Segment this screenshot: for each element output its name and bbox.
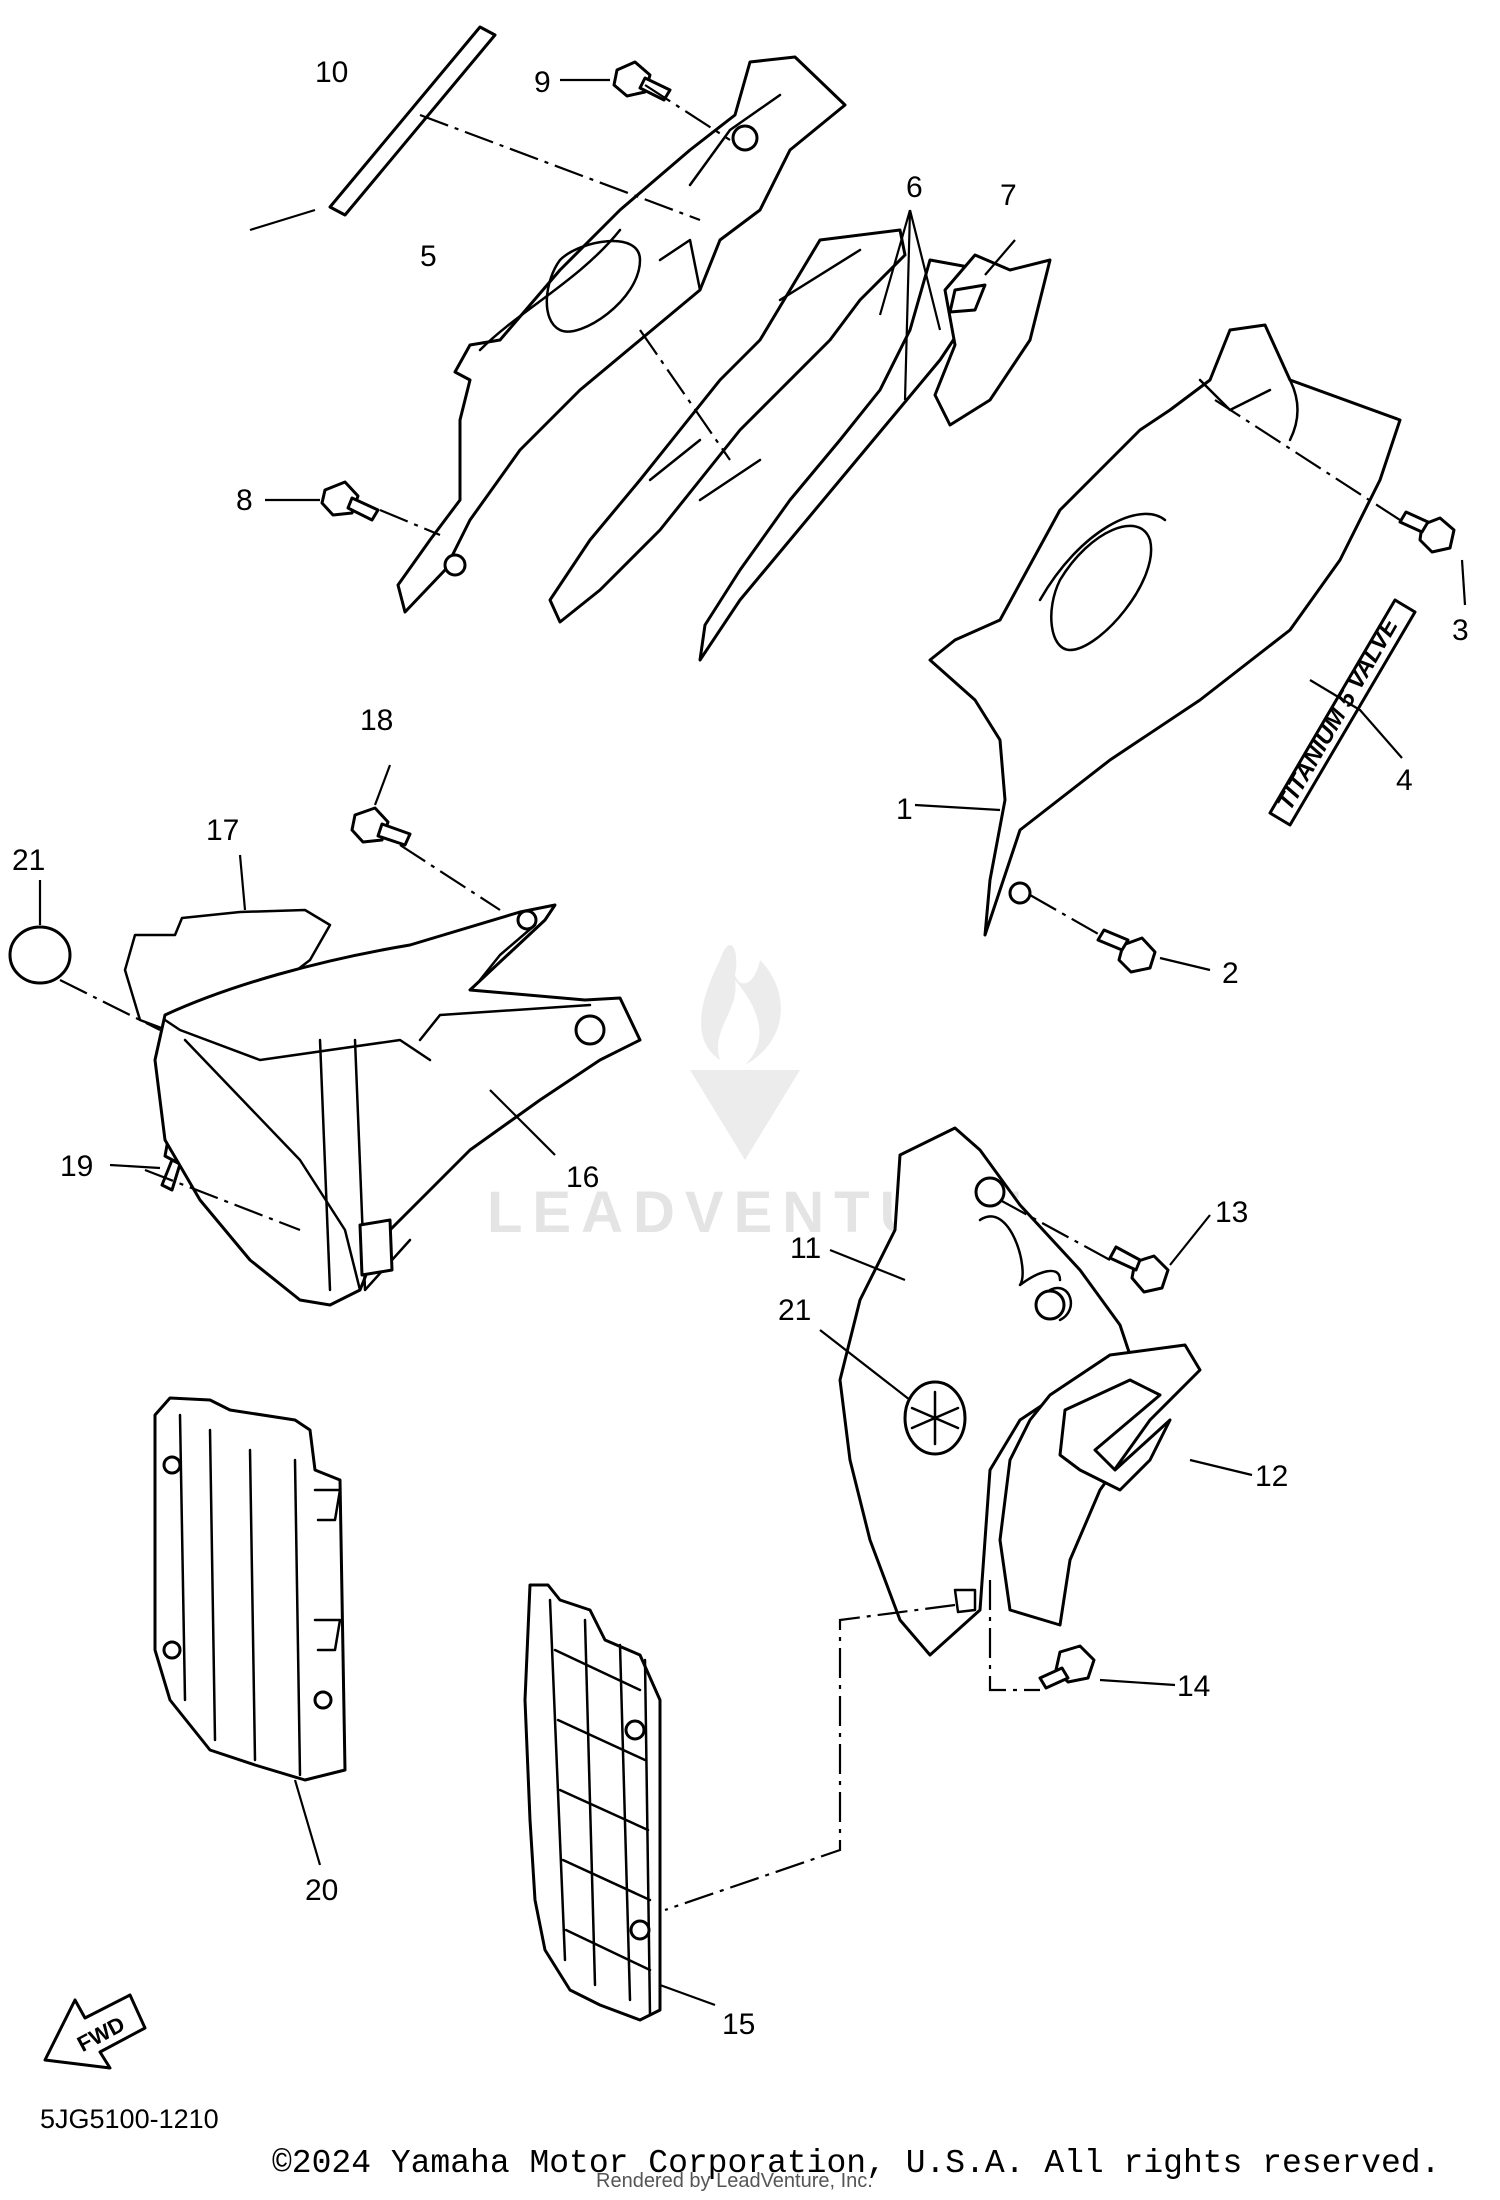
callout-3: 3 (1452, 614, 1469, 647)
callout-9: 9 (534, 66, 551, 99)
part-10-strip (328, 25, 497, 217)
part-1-side-cover (928, 323, 1402, 937)
fwd-arrow-icon: FWD (43, 1993, 147, 2070)
part-7-decal (933, 253, 1052, 427)
part-4-decal: TITANIUM 5 VALVE (1268, 598, 1417, 827)
callout-2: 2 (1222, 957, 1239, 990)
bolt-3 (1398, 510, 1456, 554)
callout-10: 10 (315, 56, 348, 89)
callout-7: 7 (1000, 179, 1017, 212)
part-21-emblem (903, 1380, 967, 1456)
part-5-side-cover (396, 55, 847, 614)
callout-20: 20 (305, 1874, 338, 1907)
bolt-14 (1038, 1644, 1096, 1690)
bolt-2 (1096, 928, 1157, 974)
callout-11: 11 (790, 1232, 821, 1265)
leader-lines (38, 78, 1467, 2007)
part-11-cover (838, 1126, 1132, 1657)
callout-5: 5 (420, 240, 437, 273)
copyright-notice: ©2024 Yamaha Motor Corporation, U.S.A. A… (272, 2145, 1440, 2182)
callout-14: 14 (1177, 1670, 1210, 1703)
bolt-18 (350, 806, 412, 847)
callout-18: 18 (360, 704, 393, 737)
alignment-lines (59, 84, 1401, 1912)
callout-4: 4 (1396, 764, 1413, 797)
part-6-graphics (548, 228, 987, 662)
callout-8: 8 (236, 484, 253, 517)
part-12-graphic (998, 1343, 1202, 1627)
callout-6: 6 (906, 171, 923, 204)
callout-21: 21 (778, 1294, 811, 1327)
callout-13: 13 (1215, 1196, 1248, 1229)
decal-text: TITANIUM 5 VALVE (1272, 613, 1404, 815)
callout-1: 1 (896, 793, 913, 826)
bolt-13 (1108, 1245, 1170, 1294)
rendered-by: Rendered by LeadVenture, Inc. (596, 2170, 873, 2192)
callout-16: 16 (566, 1161, 599, 1194)
bolt-9 (612, 60, 672, 102)
part-16-shroud (153, 903, 642, 1307)
part-20-radiator-guard (153, 1396, 347, 1782)
part-15-louver (523, 1583, 662, 2022)
callout-19: 19 (60, 1150, 93, 1183)
callout-labels: 1 2 3 4 5 6 7 8 9 10 11 12 13 14 15 16 1… (12, 56, 1469, 2041)
diagram-code: 5JG5100-1210 (40, 2104, 219, 2134)
bolt-8 (320, 480, 380, 522)
callout-17: 17 (206, 814, 239, 847)
callout-12: 12 (1255, 1460, 1288, 1493)
callout-21-left: 21 (12, 844, 45, 877)
callout-15: 15 (722, 2008, 755, 2041)
part-21-emblem-left (8, 925, 72, 985)
